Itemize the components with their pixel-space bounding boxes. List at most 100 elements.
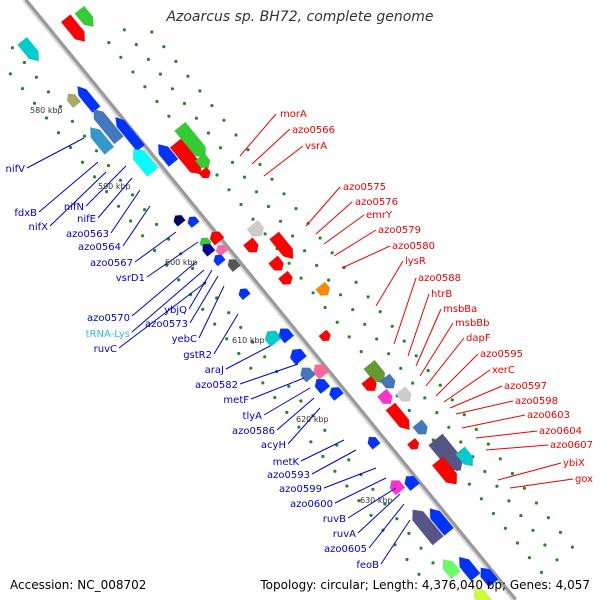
gene-label[interactable]: azo0597 — [504, 381, 547, 392]
gene-arrow — [199, 237, 212, 250]
tick-dot — [174, 59, 178, 64]
gene-arrow — [77, 85, 101, 114]
leader-line — [118, 281, 207, 349]
gene-label[interactable]: azo0582 — [195, 380, 238, 391]
gene-label[interactable]: feoB — [356, 560, 379, 571]
tick-dot — [170, 87, 174, 91]
leader-line — [393, 277, 417, 345]
tick-dot — [213, 322, 217, 326]
tick-dot — [546, 516, 551, 520]
gene-label[interactable]: nifV — [6, 164, 26, 175]
tick-dot — [222, 118, 226, 122]
leader-line — [263, 387, 311, 416]
tick-dot — [131, 70, 135, 74]
gene-label[interactable]: azo0579 — [378, 225, 421, 236]
gene-label[interactable]: emrY — [366, 210, 393, 221]
gene-label[interactable]: tRNA-Lys — [86, 329, 130, 340]
right-gene-labels: morA azo0566 vsrA azo0575 azo0576 emrY a… — [280, 109, 593, 485]
tick-dot — [22, 60, 26, 65]
gene-arrow — [412, 419, 428, 435]
gene-label[interactable]: azo0566 — [292, 125, 335, 136]
gene-label[interactable]: nifN — [64, 202, 84, 213]
map-title: Azoarcus sp. BH72, complete genome — [166, 9, 434, 25]
leader-line — [49, 171, 107, 227]
gene-label[interactable]: azo0563 — [66, 229, 109, 240]
leader-line — [225, 345, 271, 370]
tick-dot — [543, 543, 547, 547]
tick-dot — [570, 545, 575, 549]
gene-arrow — [213, 254, 226, 267]
gene-label[interactable]: azo0567 — [90, 258, 133, 269]
gene-label[interactable]: metF — [223, 395, 249, 406]
gene-label[interactable]: htrB — [431, 289, 452, 300]
gene-label[interactable]: msbBb — [455, 318, 490, 329]
gene-arrow — [133, 148, 159, 177]
gene-label[interactable]: azo0595 — [480, 349, 523, 360]
gene-label[interactable]: araJ — [205, 365, 224, 376]
gene-label[interactable]: azo0604 — [539, 426, 582, 437]
gene-label[interactable]: azo0600 — [290, 499, 333, 510]
tick-dot — [251, 340, 255, 344]
gene-arrow — [480, 567, 499, 588]
tick-dot — [555, 558, 559, 562]
gene-label[interactable]: fdxB — [14, 208, 37, 219]
gene-label[interactable]: azo0607 — [550, 440, 593, 451]
gene-label[interactable]: vsrA — [305, 141, 327, 152]
gene-arrow — [431, 456, 458, 485]
tick-dot — [70, 119, 74, 123]
gene-label[interactable]: azo0593 — [267, 470, 310, 481]
gene-label[interactable]: azo0599 — [279, 484, 322, 495]
gene-label[interactable]: metK — [273, 457, 300, 468]
gene-label[interactable]: azo0603 — [527, 410, 570, 421]
gene-label[interactable]: nifE — [77, 214, 96, 225]
gene-label[interactable]: ruvC — [94, 344, 117, 355]
gene-label[interactable]: gstR2 — [183, 350, 212, 361]
gene-label[interactable]: gox — [575, 474, 593, 485]
leader-line — [323, 214, 365, 245]
gene-label[interactable]: ybjQ — [164, 305, 187, 316]
gene-label[interactable]: azo0580 — [392, 241, 435, 252]
leader-line — [122, 205, 151, 247]
tick-dot — [407, 408, 411, 413]
gene-label[interactable]: xerC — [492, 365, 515, 376]
gene-label[interactable]: yebC — [172, 334, 197, 345]
tick-dot — [225, 337, 229, 341]
gene-label[interactable]: morA — [280, 109, 307, 120]
gene-label[interactable]: ruvB — [323, 514, 346, 525]
tick-dot — [375, 337, 379, 341]
gene-label[interactable]: azo0564 — [78, 242, 121, 253]
gene-label[interactable]: azo0570 — [87, 313, 130, 324]
tick-dot — [263, 355, 267, 359]
gene-label[interactable]: nifX — [29, 222, 49, 233]
gene-label[interactable]: vsrD1 — [116, 273, 145, 284]
gene-label[interactable]: azo0586 — [232, 426, 275, 437]
gene-label[interactable]: azo0575 — [343, 182, 386, 193]
leader-line — [380, 519, 411, 565]
gene-label[interactable]: azo0605 — [324, 544, 367, 555]
gene-label[interactable]: azo0598 — [515, 396, 558, 407]
leader-line — [85, 165, 127, 207]
gene-label[interactable]: ruvA — [333, 529, 356, 540]
leader-line — [131, 261, 197, 317]
gene-arrow — [187, 216, 200, 229]
gene-label[interactable]: dapF — [466, 333, 491, 344]
label-leaders — [26, 113, 574, 565]
gene-label[interactable]: lysR — [405, 256, 426, 267]
leader-line — [435, 353, 479, 397]
gene-label[interactable]: azo0573 — [145, 319, 188, 330]
tick-dot — [129, 219, 133, 223]
tick-dot — [495, 484, 499, 488]
genome-backbone-highlight — [22, 0, 514, 600]
tick-dot — [94, 149, 99, 153]
gene-label[interactable]: msbBa — [443, 304, 477, 315]
gene-label[interactable]: azo0588 — [418, 273, 461, 284]
gene-label[interactable]: ybiX — [563, 458, 585, 469]
gene-label[interactable]: azo0576 — [355, 197, 398, 208]
tick-dot — [130, 193, 135, 197]
gene-label[interactable]: acyH — [261, 440, 286, 451]
tick-dot — [483, 469, 487, 474]
tick-dot — [539, 570, 544, 575]
gene-arrow — [227, 259, 241, 273]
leader-line — [250, 377, 305, 400]
gene-label[interactable]: tlyA — [243, 411, 263, 422]
